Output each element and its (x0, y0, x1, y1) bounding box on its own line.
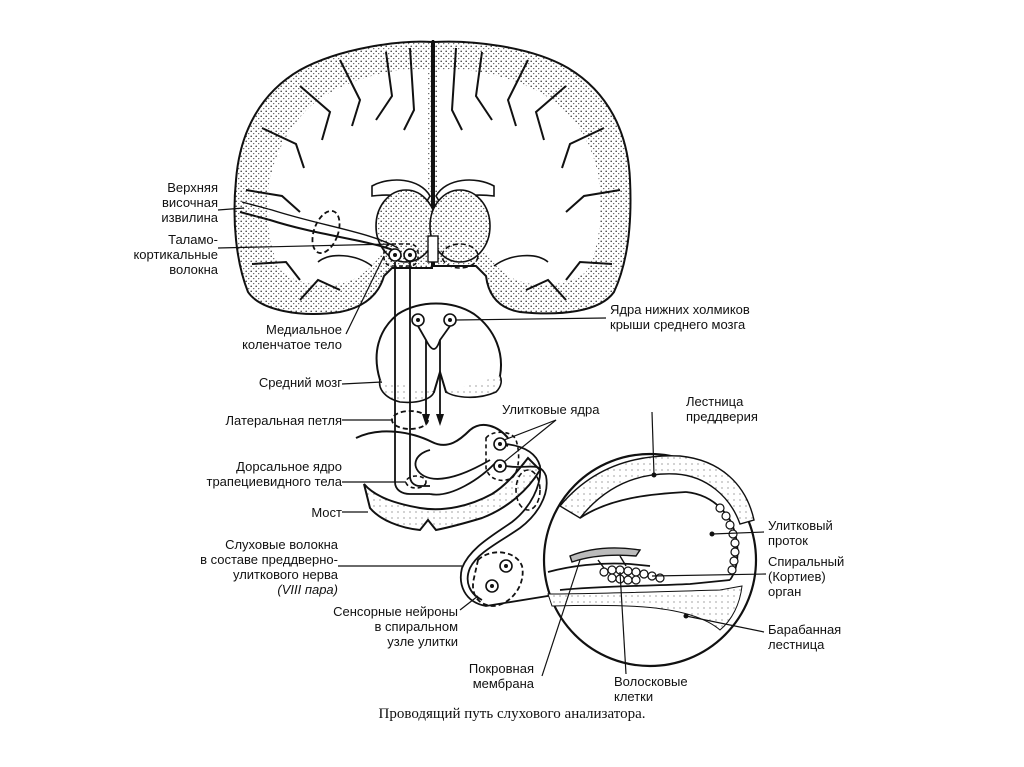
cochlea-section (542, 452, 758, 668)
label-dorsal-trapezoid-nucleus: Дорсальное ядро трапециевидного тела (206, 459, 342, 489)
label-upper-temporal-gyrus: Верхняя височная извилина (161, 180, 218, 225)
label-hair-cells: Волосковые клетки (614, 674, 688, 704)
thalamocortical-dashed-marker (311, 210, 341, 254)
ascending-pathway (394, 262, 509, 496)
midbrain-section (375, 302, 502, 404)
label-sensory-neurons: Сенсорные нейроны в спиральном узле улит… (333, 604, 458, 649)
thalamus-right (429, 189, 491, 263)
label-tectorial-membrane: Покровная мембрана (468, 661, 534, 691)
organ-of-corti-cells (599, 565, 665, 585)
tectorial-membrane-shape (569, 547, 642, 563)
reissner-membrane (579, 491, 687, 519)
hair-cell-stalks (597, 555, 627, 569)
label-auditory-fibers: Слуховые волокна в составе преддверно- у… (200, 537, 338, 582)
label-medial-geniculate-body: Медиальное коленчатое тело (242, 322, 342, 352)
label-pons: Мост (311, 505, 342, 520)
label-inferior-colliculi-nuclei: Ядра нижних холмиков крыши среднего мозг… (610, 302, 750, 332)
left-sulci (245, 47, 416, 301)
cochlear-nuclei (485, 431, 520, 482)
figure-caption: Проводящий путь слухового анализатора. (378, 706, 646, 722)
third-ventricle (427, 235, 439, 263)
right-sulci (450, 47, 621, 301)
label-lateral-lemniscus: Латеральная петля (225, 413, 342, 428)
label-cochlear-nuclei: Улитковые ядра (502, 402, 600, 417)
label-organ-of-corti: Спиральный (Кортиев) орган (768, 554, 845, 599)
label-scala-vestibuli: Лестница преддверия (686, 394, 758, 424)
right-dashed-marker (441, 243, 479, 269)
trapezoid-nucleus-marker (405, 475, 427, 489)
leader-lines (217, 207, 767, 677)
pons-body (363, 456, 542, 532)
stria-vascularis-cells (715, 503, 740, 575)
auditory-nerve (460, 443, 561, 607)
brain-section (233, 40, 632, 315)
label-midbrain: Средний мозг (258, 375, 342, 390)
pons-upper-outline (355, 423, 509, 446)
label-viii-pair: (VIII пара) (277, 582, 338, 597)
label-scala-tympani: Барабанная лестница (768, 622, 842, 652)
label-thalamocortical-fibers: Таламо- кортикальные волокна (133, 232, 218, 277)
nerve-dashed-marker (515, 469, 541, 511)
mgb-dashed-box (383, 243, 419, 267)
spiral-ganglion (472, 551, 524, 607)
label-cochlear-duct: Улитковый проток (768, 518, 833, 548)
